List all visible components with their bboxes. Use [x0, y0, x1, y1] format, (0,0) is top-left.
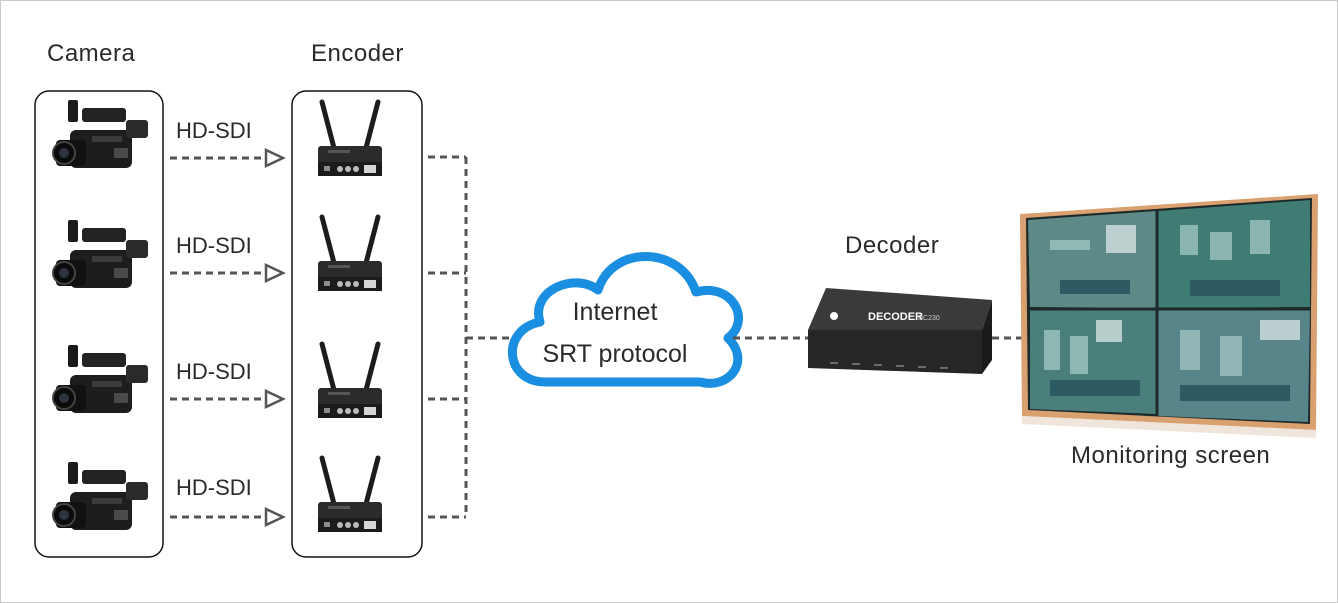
encoder-trunk	[428, 155, 512, 519]
decoder-brand: DECODER	[868, 311, 923, 323]
encoder-label: Encoder	[311, 40, 404, 67]
camera-group-box	[34, 90, 164, 558]
monitoring-screen-label: Monitoring screen	[1071, 442, 1271, 469]
camera-icon-2	[52, 219, 149, 289]
monitoring-screen	[1020, 194, 1318, 438]
arrowhead-2	[264, 263, 286, 283]
signal-label-4: HD-SDI	[176, 475, 252, 500]
cloud-line-1: Internet	[572, 298, 658, 326]
camera-label: Camera	[47, 40, 136, 67]
decoder-device: DECODER DC230	[808, 288, 992, 374]
decoder-label: Decoder	[845, 232, 940, 259]
signal-label-2: HD-SDI	[176, 233, 252, 258]
arrowhead-4	[264, 507, 286, 527]
cloud-line-2: SRT protocol	[542, 340, 688, 368]
arrowhead-1	[264, 148, 286, 168]
camera-icon-1	[52, 99, 149, 169]
encoder-icon-2	[318, 217, 382, 291]
encoder-icon-4	[318, 458, 382, 532]
internet-cloud-icon	[508, 252, 743, 388]
encoder-icon-1	[318, 102, 382, 176]
camera-icon-4	[52, 461, 149, 531]
camera-icon-3	[52, 344, 149, 414]
signal-label-1: HD-SDI	[176, 118, 252, 143]
decoder-model: DC230	[918, 315, 940, 322]
encoder-icon-3	[318, 344, 382, 418]
signal-label-3: HD-SDI	[176, 359, 252, 384]
encoder-group-box	[291, 90, 423, 558]
arrowhead-3	[264, 389, 286, 409]
